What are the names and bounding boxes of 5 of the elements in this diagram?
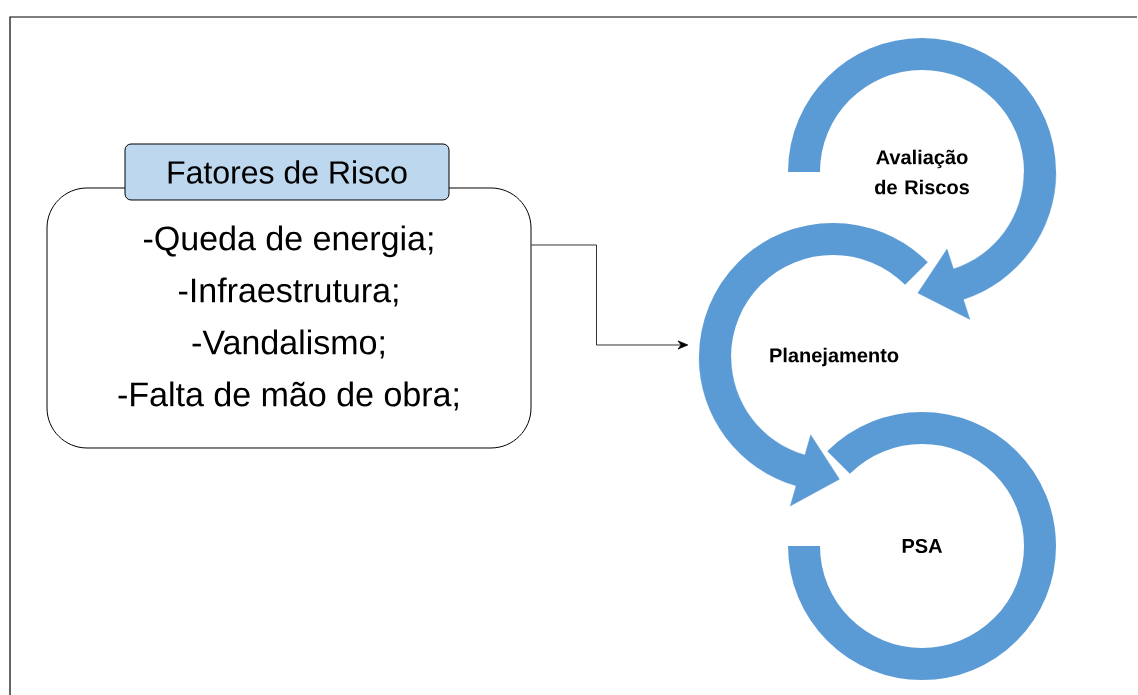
- header-box: Fatores de Risco: [124, 143, 450, 201]
- cycle-ring: Planejamento: [699, 223, 927, 367]
- cycle-ring: Avaliação de Riscos: [788, 38, 1056, 195]
- arrow: [531, 244, 689, 350]
- cycle-ring: PSA: [788, 412, 1056, 680]
